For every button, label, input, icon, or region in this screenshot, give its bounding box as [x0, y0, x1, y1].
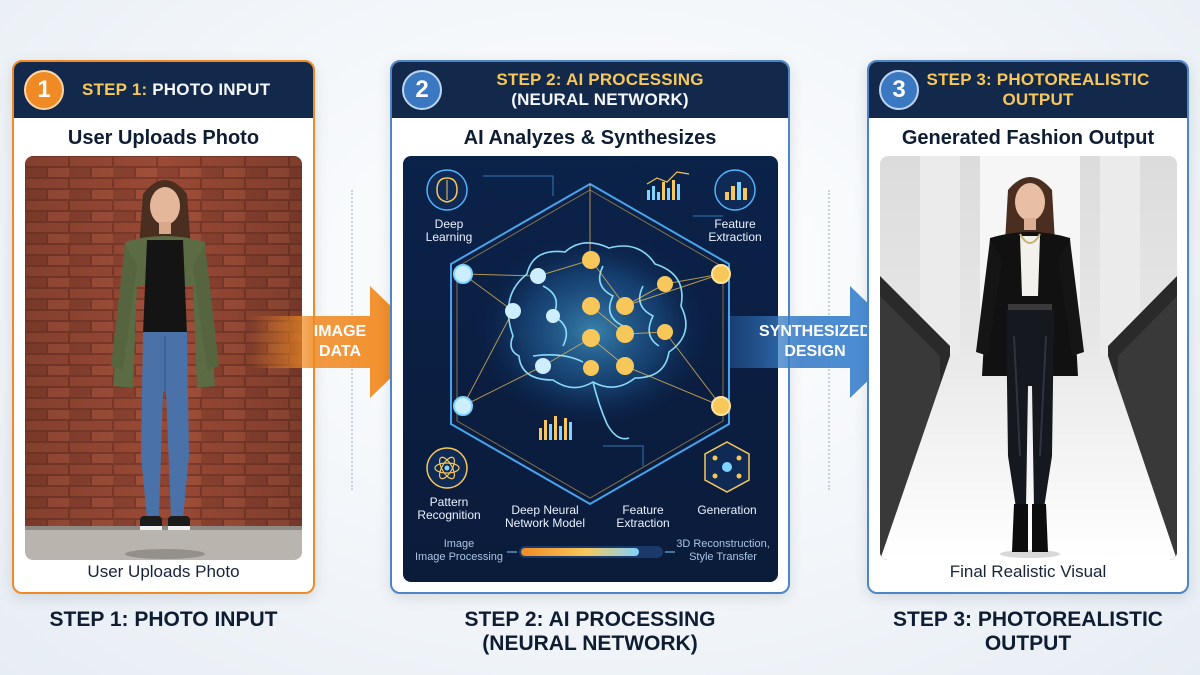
step2-bottom-label: STEP 2: AI PROCESSING (NEURAL NETWORK) — [390, 608, 790, 656]
step3-bottom-label-line1: STEP 3: PHOTOREALISTIC — [893, 608, 1163, 631]
image-data-line1: IMAGE — [313, 323, 367, 340]
label-feature-extraction-top: Feature Extraction — [699, 218, 771, 244]
label-reconstruction-line2: Style Transfer — [689, 551, 757, 563]
step3-header-rest: PHOTOREALISTIC — [991, 70, 1150, 89]
step1-header-title: STEP 1: PHOTO INPUT — [64, 80, 313, 100]
runway-photo — [880, 156, 1177, 560]
label-deep-learning-line2: Learning — [425, 230, 473, 244]
label-deep-neural-network: Deep Neural Network Model — [495, 504, 595, 530]
step3-header-line2: OUTPUT — [1002, 90, 1074, 109]
label-deep-learning-line1: Deep — [434, 217, 464, 231]
label-feature-extraction-bottom: Feature Extraction — [603, 504, 683, 530]
label-image-processing: Image Image Processing — [413, 538, 505, 564]
label-pattern-line2: Recognition — [417, 508, 481, 522]
image-data-arrow — [250, 286, 428, 398]
step3-photo — [880, 156, 1177, 560]
step1-header-rest: PHOTO INPUT — [147, 80, 271, 99]
label-pattern-line1: Pattern — [429, 495, 469, 509]
label-feature-extraction-bottom-line2: Extraction — [616, 516, 670, 530]
step1-header-strong: STEP 1: — [82, 80, 148, 99]
step3-card: 3 STEP 3: PHOTOREALISTIC OUTPUT Generate… — [867, 60, 1189, 594]
step2-header-strong: STEP 2: — [496, 70, 562, 89]
label-dnn-line2: Network Model — [504, 516, 586, 530]
image-data-arrow-label: IMAGE DATA — [300, 322, 380, 362]
label-feature-extraction-bottom-line1: Feature — [622, 503, 664, 517]
step2-bottom-label-line2: (NEURAL NETWORK) — [482, 632, 698, 655]
step3-header-strong: STEP 3: — [926, 70, 992, 89]
step1-caption: User Uploads Photo — [87, 562, 240, 581]
network-nodes — [453, 251, 731, 416]
step3-subtitle: Generated Fashion Output — [901, 127, 1155, 149]
step3-bottom-label: STEP 3: PHOTOREALISTIC OUTPUT — [862, 608, 1194, 656]
step2-header-line2: (NEURAL NETWORK) — [511, 90, 689, 109]
label-deep-learning: Deep Learning — [419, 218, 479, 244]
label-reconstruction-line1: 3D Reconstruction, — [676, 538, 770, 550]
synthesized-design-arrow — [730, 286, 908, 398]
step2-bottom-label-line1: STEP 2: AI PROCESSING — [464, 608, 716, 631]
label-image-processing-line1: Image — [443, 538, 475, 550]
step3-bottom-label-line2: OUTPUT — [984, 632, 1072, 655]
image-data-line2: DATA — [318, 343, 362, 360]
model-figure — [976, 177, 1084, 558]
step3-header: 3 STEP 3: PHOTOREALISTIC OUTPUT — [869, 62, 1187, 118]
synthesized-design-arrow-label: SYNTHESIZED DESIGN — [752, 322, 878, 362]
synthesized-line2: DESIGN — [784, 343, 846, 360]
label-image-processing-line2: Image Processing — [414, 551, 504, 563]
step1-header: 1 STEP 1: PHOTO INPUT — [14, 62, 313, 118]
label-feature-extraction-top-line2: Extraction — [708, 230, 762, 244]
neural-network-graphic — [426, 169, 756, 558]
step2-header: 2 STEP 2: AI PROCESSING (NEURAL NETWORK) — [392, 62, 788, 118]
step2-card: 2 STEP 2: AI PROCESSING (NEURAL NETWORK)… — [390, 60, 790, 594]
step3-caption: Final Realistic Visual — [949, 562, 1107, 581]
label-generation: Generation — [697, 503, 757, 517]
mini-bar-chart-middle — [539, 416, 572, 440]
step1-subtitle: User Uploads Photo — [67, 127, 260, 149]
processing-progress-fill — [521, 548, 639, 556]
neural-network-diagram: Deep Learning Feature Extraction Pattern… — [403, 156, 778, 582]
mini-bar-chart-top — [646, 171, 690, 200]
step2-number-badge: 2 — [402, 70, 442, 110]
label-feature-extraction-top-line1: Feature — [714, 217, 756, 231]
label-reconstruction: 3D Reconstruction, Style Transfer — [673, 538, 773, 564]
step2-header-rest: AI PROCESSING — [561, 70, 704, 89]
step2-header-title: STEP 2: AI PROCESSING (NEURAL NETWORK) — [442, 70, 788, 110]
synthesized-line1: SYNTHESIZED — [758, 323, 871, 340]
step1-number-badge: 1 — [24, 70, 64, 110]
brain-icon — [507, 242, 687, 440]
step1-bottom-label: STEP 1: PHOTO INPUT — [49, 608, 278, 631]
label-dnn-line1: Deep Neural — [511, 503, 579, 517]
woman-figure — [111, 180, 219, 559]
label-pattern-recognition: Pattern Recognition — [409, 496, 489, 522]
step3-number-badge: 3 — [879, 70, 919, 110]
step3-header-title: STEP 3: PHOTOREALISTIC OUTPUT — [919, 70, 1187, 110]
step2-subtitle: AI Analyzes & Synthesizes — [463, 127, 717, 149]
